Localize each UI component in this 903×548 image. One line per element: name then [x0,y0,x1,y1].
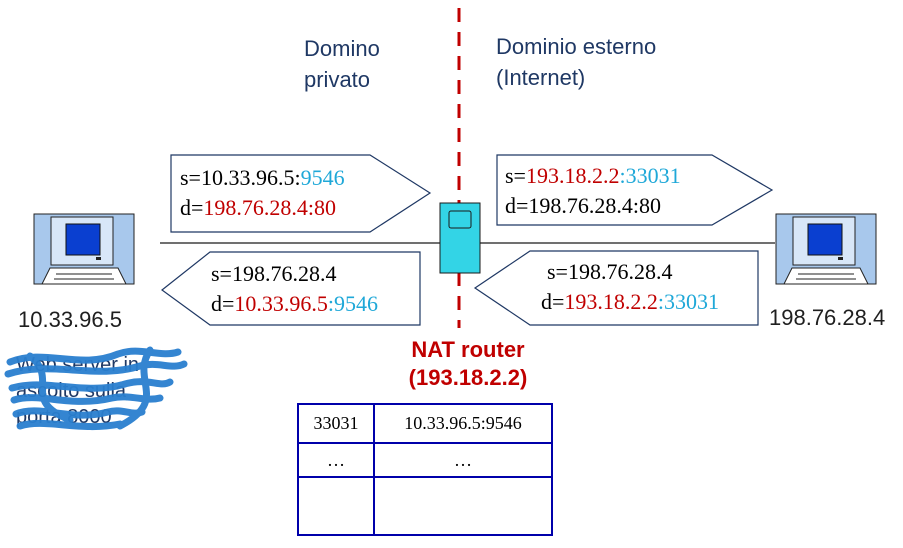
right-computer-icon [775,213,877,285]
packet-destination: d=198.76.28.4:80 [180,195,337,220]
scribble-overlay [4,346,188,431]
left-host-ip: 10.33.96.5 [18,307,122,332]
table-cell-address: … [373,442,553,478]
table-row: 33031 10.33.96.5:9546 [297,403,553,444]
table-row [297,476,553,536]
nat-router-name: NAT router [411,337,525,362]
packet-private-in-arrow [161,251,421,326]
table-cell-port: 33031 [297,403,375,444]
packet-public-out: s=193.18.2.2:33031 d=198.76.28.4:80 [505,161,681,221]
packet-source: s=10.33.96.5:9546 [180,165,345,190]
external-domain-label: Dominio esterno (Internet) [496,34,657,90]
table-cell-address: 10.33.96.5:9546 [373,403,553,444]
packet-source: s=198.76.28.4 [211,261,337,286]
table-cell-address [373,476,553,536]
private-domain-label: Domino privato [304,36,380,92]
nat-table: 33031 10.33.96.5:9546 … … [297,403,553,536]
left-computer-icon [33,213,135,285]
table-cell-port: … [297,442,375,478]
packet-public-in: s=198.76.28.4 d=193.18.2.2:33031 [541,257,719,317]
packet-private-out: s=10.33.96.5:9546 d=198.76.28.4:80 [180,163,345,223]
packet-private-out-arrow [170,154,432,233]
nat-router-slot [448,210,472,229]
table-cell-port [297,476,375,536]
nat-router-ip: (193.18.2.2) [408,365,528,390]
packet-destination: d=198.76.28.4:80 [505,193,662,218]
packet-private-in: s=198.76.28.4 d=10.33.96.5:9546 [211,259,378,319]
table-row: … … [297,442,553,478]
nat-table-grid: 33031 10.33.96.5:9546 … … [297,403,553,536]
packet-source: s=198.76.28.4 [547,259,673,284]
right-host-ip: 198.76.28.4 [769,305,886,330]
packet-source: s=193.18.2.2:33031 [505,163,681,188]
packet-destination: d=10.33.96.5:9546 [211,291,379,316]
packet-public-out-arrow [496,154,774,226]
nat-router-icon [439,202,481,274]
nat-router-label: NAT router (193.18.2.2) [384,336,552,392]
packet-public-in-arrow [473,250,759,326]
packet-destination: d=193.18.2.2:33031 [541,289,720,314]
